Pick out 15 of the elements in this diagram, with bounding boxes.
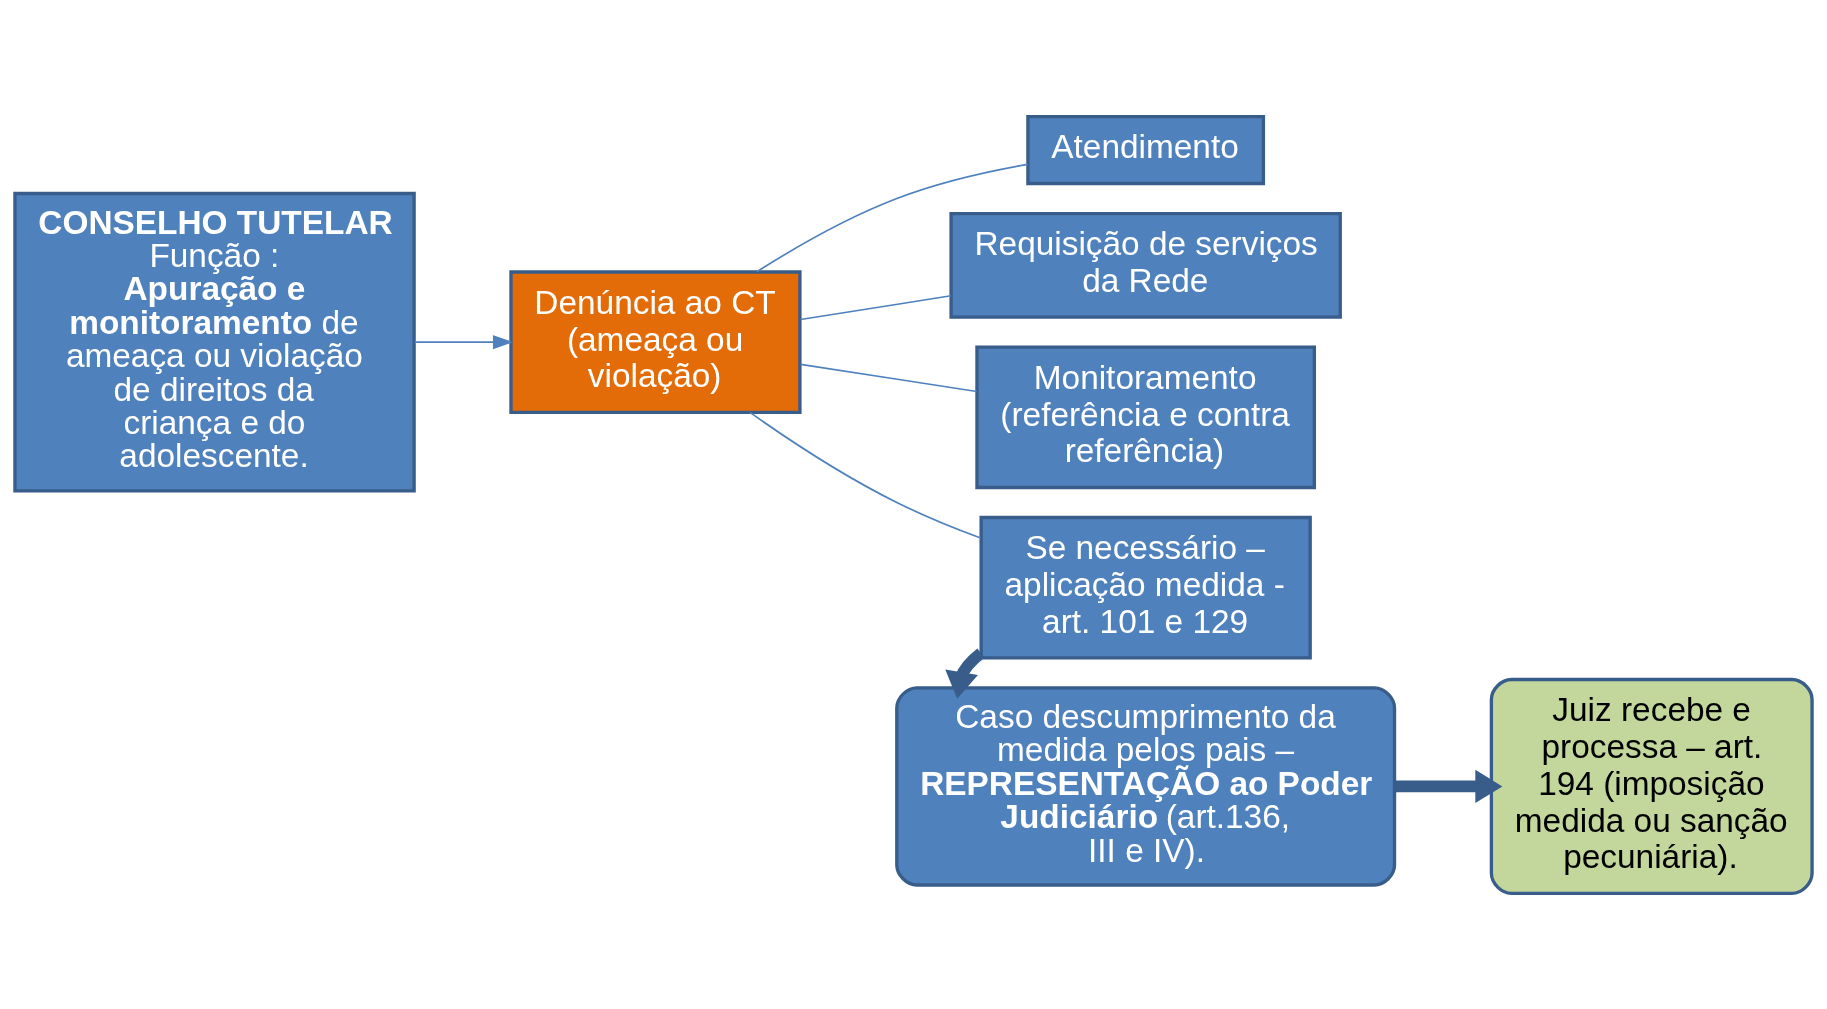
node-box: Denúncia ao CT (ameaça ou violação) bbox=[509, 269, 802, 414]
node-box: Atendimento bbox=[1026, 114, 1266, 185]
arrow bbox=[1395, 769, 1503, 803]
connector bbox=[799, 362, 978, 392]
node-box: Caso descumprimento da medida pelos pais – REPRESENTAÇÃO ao Poder Judiciário (art.136, III e IV). bbox=[895, 685, 1397, 887]
connector bbox=[749, 411, 982, 539]
connector bbox=[756, 163, 1029, 273]
node-box: Juiz recebe e processa – art. 194 (imposição medida ou sanção pecuniária). bbox=[1489, 677, 1814, 895]
node-box: CONSELHO TUTELAR Função : Apuração e monitoramento de ameaça ou violação de direitos da criança e do adolescente. bbox=[13, 191, 416, 492]
node-box: Se necessário – aplicação medida - art. 101 e 129 bbox=[979, 515, 1312, 659]
node-box: Monitoramento (referência e contra referência) bbox=[975, 345, 1316, 489]
node-box: Requisição de serviços da Rede bbox=[949, 211, 1342, 319]
arrow bbox=[945, 647, 985, 699]
arrow bbox=[413, 334, 513, 349]
connector bbox=[799, 294, 952, 320]
